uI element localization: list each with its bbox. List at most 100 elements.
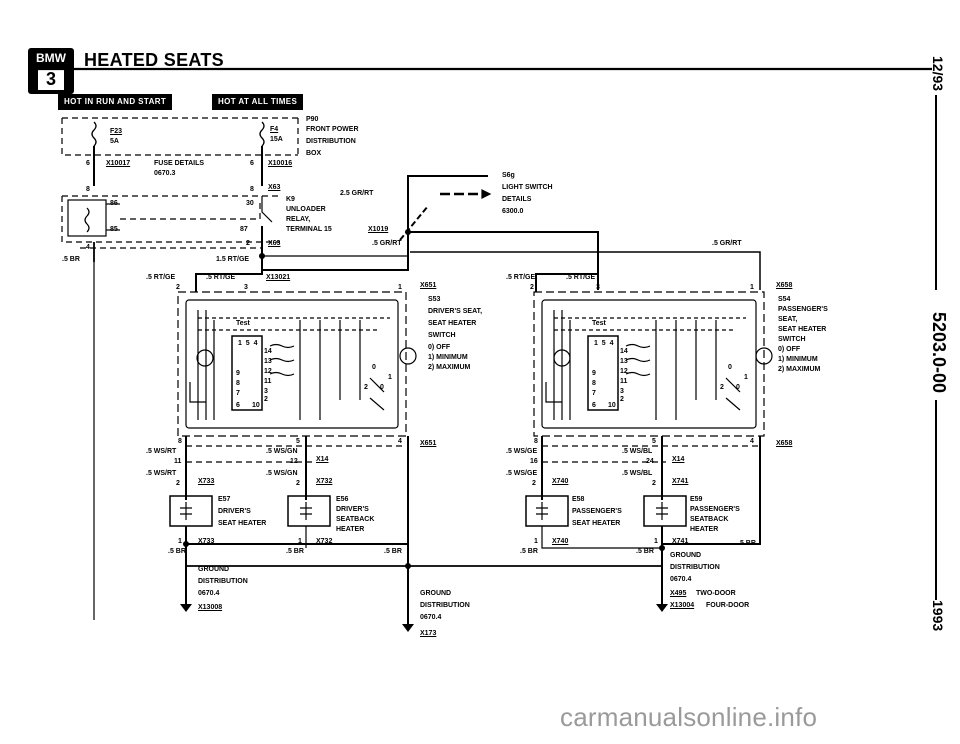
label-heater2: HEATER	[690, 526, 719, 533]
label-sw-8: 8	[236, 380, 240, 387]
label-k9: K9	[286, 196, 295, 203]
label-p-sw-14: 14	[620, 348, 628, 355]
label-wire-25grrt: 2.5 GR/RT	[340, 190, 374, 197]
label-pin2e: 2	[532, 480, 536, 487]
label-x651b: X651	[420, 440, 437, 447]
label-fuse-ref: 0670.3	[154, 170, 176, 177]
label-ground-ref3: 0670.4	[420, 614, 442, 621]
label-wire-5br-b: .5 BR	[286, 548, 304, 555]
label-light-switch: LIGHT SWITCH	[502, 184, 553, 191]
label-p-sw-7: 7	[592, 390, 596, 397]
label-seatback: SEATBACK	[336, 516, 375, 523]
label-x495: X495	[670, 590, 687, 597]
label-p-sw-2b: 2	[720, 384, 724, 391]
label-p-sw-0: 0	[728, 364, 732, 371]
label-wire-5wsrt-2: .5 WS/RT	[146, 470, 177, 477]
bmw-3-logo: BMW 3	[28, 48, 74, 94]
label-sw-14: 14	[264, 348, 272, 355]
label-pin16: 16	[530, 458, 538, 465]
label-pin6a: 6	[86, 160, 90, 167]
watermark: carmanualsonline.info	[560, 702, 818, 732]
label-front-power: FRONT POWER	[306, 126, 359, 133]
label-light-ref: 6300.0	[502, 208, 524, 215]
label-pin8a: 8	[86, 186, 90, 193]
label-wire-5rtge-2: .5 RT/GE	[206, 274, 236, 281]
label-sw-9: 9	[236, 370, 240, 377]
label-pin2c: 2	[176, 480, 180, 487]
label-relay: RELAY,	[286, 216, 311, 223]
label-ground-ref: 0670.4	[198, 590, 220, 597]
label-two-door: TWO-DOOR	[696, 590, 736, 597]
hot-at-all-times-bar: HOT AT ALL TIMES	[212, 94, 304, 110]
label-ground-ref2: 0670.4	[670, 576, 692, 583]
label-s53: S53	[428, 296, 441, 303]
label-p-wire-rtge-2: .5 RT/GE	[566, 274, 596, 281]
label-wire-5br-f: .5 BR	[738, 540, 756, 547]
label-p-p5: 5	[652, 438, 656, 445]
label-switch: SWITCH	[428, 332, 456, 339]
label-wire-5br-left: .5 BR	[62, 256, 80, 263]
label-x13004: X13004	[670, 602, 695, 609]
label-passengers: PASSENGER'S	[778, 306, 828, 313]
label-p-pin1: 1	[750, 284, 754, 291]
label-f4-amp: 15A	[270, 136, 283, 143]
label-distribution4: DISTRIBUTION	[420, 602, 470, 609]
label-relay-85: 85	[110, 226, 118, 233]
label-x733a: X733	[198, 478, 215, 485]
label-heater: HEATER	[336, 526, 365, 533]
label-fuse-details: FUSE DETAILS	[154, 160, 205, 167]
label-wire-5wsge-2: .5 WS/GE	[506, 470, 538, 477]
label-x740a: X740	[552, 478, 569, 485]
label-p-sw-13: 13	[620, 358, 628, 365]
label-unloader: UNLOADER	[286, 206, 326, 213]
label-seat: SEAT,	[778, 316, 798, 323]
label-p-sw-2: 2	[620, 396, 624, 403]
label-pin1b: 1	[298, 538, 302, 545]
label-sw-10: 10	[252, 402, 260, 409]
label-x741a: X741	[672, 478, 689, 485]
label-minimum2: 1) MINIMUM	[778, 356, 818, 363]
label-test: Test	[236, 320, 250, 327]
logo-text: BMW	[36, 51, 66, 65]
label-wire-5grrt-a: .5 GR/RT	[372, 240, 402, 247]
label-relay-87: 87	[240, 226, 248, 233]
label-wire-5wsrt-1: .5 WS/RT	[146, 448, 177, 455]
label-x63a: X63	[268, 184, 281, 191]
label-p-pin2: 2	[530, 284, 534, 291]
label-x14b: X14	[672, 456, 685, 463]
label-pin24: 24	[646, 458, 654, 465]
label-x740b: X740	[552, 538, 569, 545]
label-x732b: X732	[316, 538, 333, 545]
label-d-pin2: 2	[176, 284, 180, 291]
label-p-p4: 4	[750, 438, 754, 445]
label-switch2: SWITCH	[778, 336, 806, 343]
label-wire-5wsgn-1: .5 WS/GN	[266, 448, 298, 455]
label-wire-5rtge-1: .5 RT/GE	[146, 274, 176, 281]
label-relay-30: 30	[246, 200, 254, 207]
label-e58: E58	[572, 496, 585, 503]
label-x658: X658	[776, 282, 793, 289]
label-wire-5br-a: .5 BR	[168, 548, 186, 555]
label-sw-2: 2	[264, 396, 268, 403]
label-e57: E57	[218, 496, 231, 503]
label-f23: F23	[110, 128, 123, 135]
label-seat-heater: SEAT HEATER	[428, 320, 477, 327]
label-sw-2b: 2	[364, 384, 368, 391]
label-sw-11: 11	[264, 378, 272, 385]
label-ground2: GROUND	[670, 552, 702, 559]
label-ground: GROUND	[198, 566, 230, 573]
label-seat-heater2: SEAT HEATER	[778, 326, 827, 333]
label-pin4a: 4	[86, 244, 90, 251]
label-d-pin1: 1	[398, 284, 402, 291]
label-s54: S54	[778, 296, 791, 303]
label-d-p8: 8	[178, 438, 182, 445]
label-sw-6: 6	[236, 402, 240, 409]
label-p-test: Test	[592, 320, 606, 327]
label-p-sw-12: 12	[620, 368, 628, 375]
label-x733b: X733	[198, 538, 215, 545]
label-p-sw-9: 9	[592, 370, 596, 377]
label-seatback2: SEATBACK	[690, 516, 729, 523]
label-pin2f: 2	[652, 480, 656, 487]
label-wire-5wsbl-2: .5 WS/BL	[622, 470, 653, 477]
